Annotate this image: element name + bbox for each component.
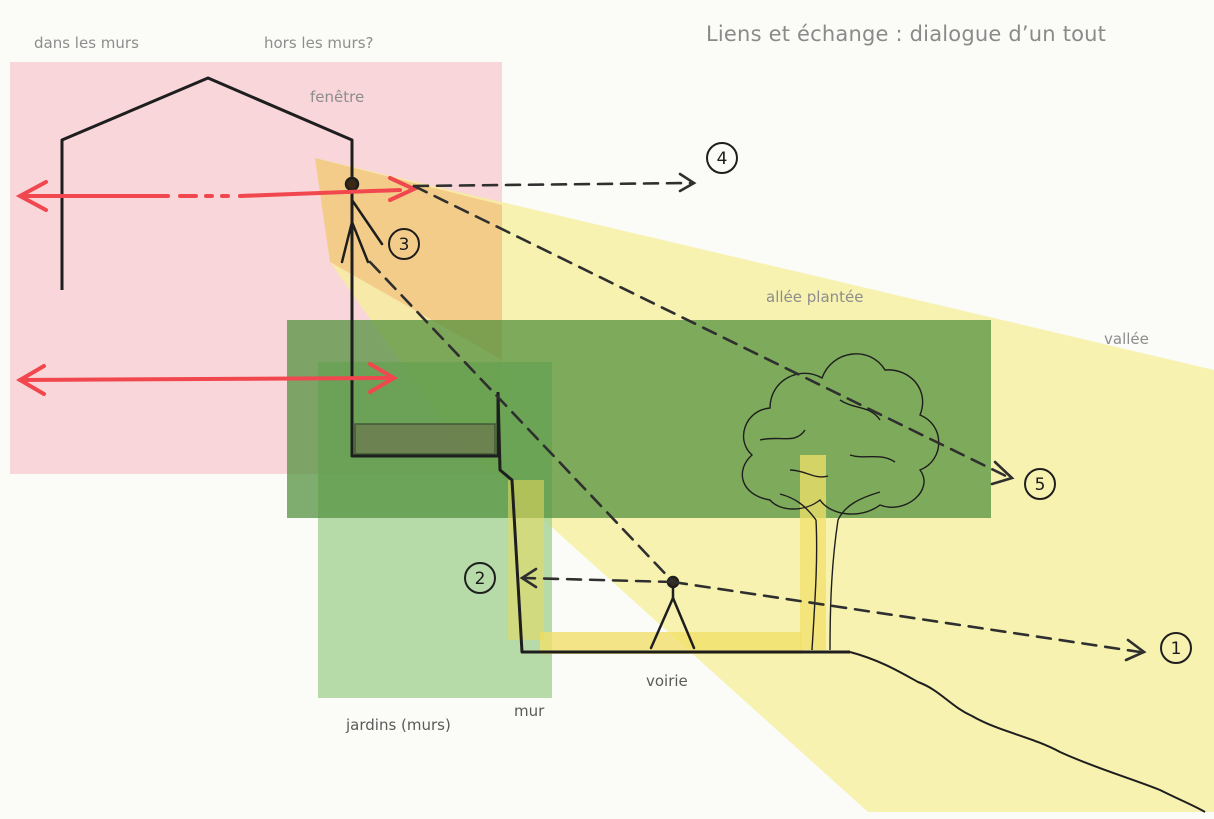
sight-arrowheads [519, 172, 1147, 662]
sight-line-1 [671, 580, 1142, 654]
marker-2: 2 [464, 562, 496, 594]
label-window: fenêtre [310, 88, 365, 106]
garden-soil [354, 423, 496, 455]
marker-1: 1 [1160, 632, 1192, 664]
road-strip [540, 632, 802, 654]
svg-text:4: 4 [717, 149, 728, 169]
sight-line-5 [412, 184, 1012, 480]
terrain-slope [849, 651, 1206, 813]
svg-text:5: 5 [1035, 475, 1046, 495]
red-arrow-upper [15, 176, 419, 212]
marker-5: 5 [1024, 468, 1056, 500]
avenue-zone [287, 320, 991, 518]
label-valley: vallée [1104, 330, 1149, 348]
label-wall: mur [514, 702, 545, 720]
sight-lines [368, 181, 1142, 654]
svg-text:1: 1 [1171, 639, 1182, 659]
label-gardens: jardins (murs) [346, 716, 451, 734]
retaining-wall [496, 391, 850, 654]
tree-trunk-strip [800, 455, 826, 650]
sight-line-2 [523, 576, 675, 584]
svg-text:3: 3 [399, 235, 410, 255]
marker-3: 3 [388, 228, 420, 260]
marker-4: 4 [706, 142, 738, 174]
sight-line-road-to-window [368, 260, 675, 584]
red-arrow-lower [16, 362, 398, 396]
label-inside-walls: dans les murs [34, 34, 139, 52]
sight-line-4 [412, 181, 692, 188]
svg-text:2: 2 [475, 569, 486, 589]
label-planted-avenue: allée plantée [766, 288, 864, 306]
person-at-window-icon [340, 176, 384, 264]
house-outline [60, 76, 500, 458]
diagram-title: Liens et échange : dialogue d’un tout [706, 22, 1107, 46]
tree-icon [741, 353, 940, 651]
label-road: voirie [646, 672, 688, 690]
label-outside-walls: hors les murs? [264, 34, 374, 52]
